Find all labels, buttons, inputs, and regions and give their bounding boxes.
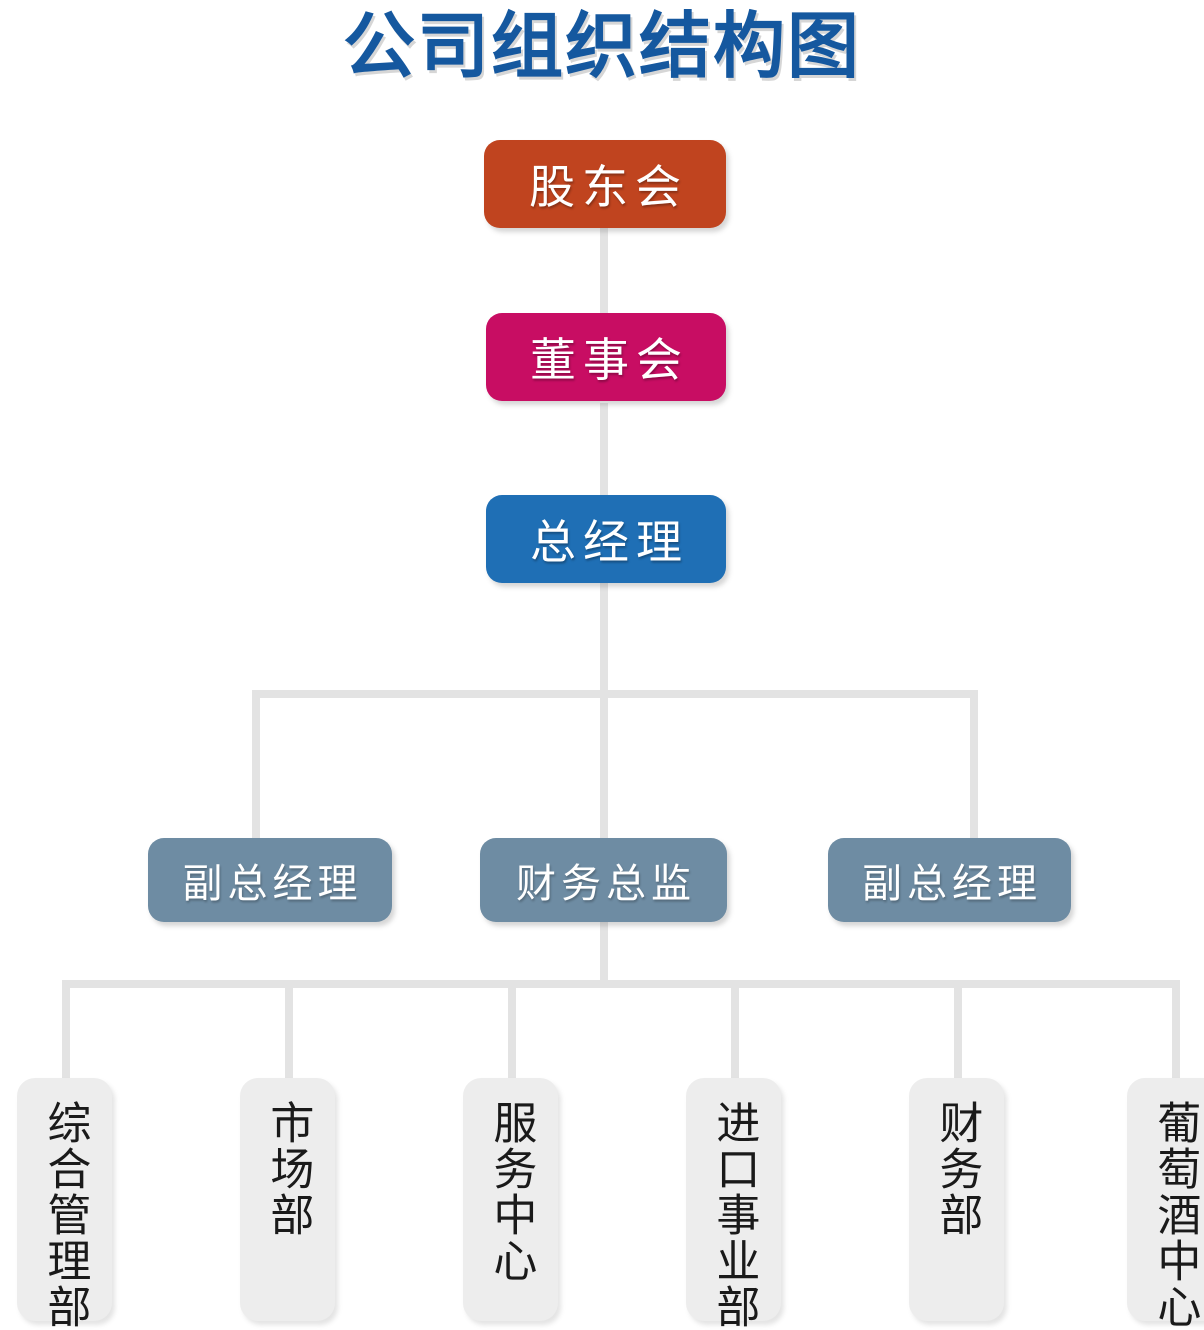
node-dept-service[interactable]: 服务中心	[463, 1078, 558, 1321]
node-deputy-gm-right[interactable]: 副总经理	[828, 838, 1071, 922]
node-shareholders-label: 股东会	[529, 161, 688, 213]
connector-bus-level5	[62, 980, 1180, 988]
node-finance-director[interactable]: 财务总监	[480, 838, 727, 922]
node-dept-finance-label: 财务部	[932, 1100, 982, 1238]
connector-drop-dept-wine	[1172, 980, 1180, 1080]
node-dept-marketing[interactable]: 市场部	[240, 1078, 335, 1321]
node-dept-import-label: 进口事业部	[709, 1100, 759, 1330]
connector-drop-dept-service	[508, 980, 516, 1080]
node-dept-marketing-label: 市场部	[263, 1100, 313, 1238]
connector-drop-dept-admin	[62, 980, 70, 1080]
connector-drop-dept-marketing	[285, 980, 293, 1080]
connector-drop-dept-finance	[954, 980, 962, 1080]
connector-drop-deputy-gm-right	[970, 690, 978, 842]
connector-board-to-gm	[600, 403, 608, 497]
node-general-manager[interactable]: 总经理	[486, 495, 726, 583]
node-dept-import[interactable]: 进口事业部	[686, 1078, 781, 1330]
page-title: 公司组织结构图	[342, 7, 861, 87]
connector-drop-deputy-gm-left	[252, 690, 260, 842]
node-deputy-gm-right-label: 副总经理	[862, 862, 1042, 906]
connector-bus-level4	[252, 690, 978, 698]
node-board-label: 董事会	[530, 334, 689, 386]
connector-finance-director-trunk	[600, 922, 608, 986]
connector-gm-trunk	[600, 582, 608, 694]
connector-drop-dept-import	[731, 980, 739, 1080]
node-dept-wine[interactable]: 葡萄酒中心	[1127, 1078, 1204, 1330]
node-dept-admin-label: 综合管理部	[40, 1100, 90, 1330]
node-general-manager-label: 总经理	[530, 516, 689, 568]
connector-shareholders-to-board	[600, 228, 608, 314]
node-board[interactable]: 董事会	[486, 313, 726, 401]
node-dept-service-label: 服务中心	[486, 1100, 536, 1284]
node-dept-admin[interactable]: 综合管理部	[17, 1078, 112, 1330]
node-deputy-gm-left-label: 副总经理	[182, 862, 363, 906]
node-dept-finance[interactable]: 财务部	[909, 1078, 1004, 1321]
node-dept-wine-label: 葡萄酒中心	[1150, 1100, 1200, 1330]
node-finance-director-label: 财务总监	[516, 862, 696, 906]
connector-drop-finance-director	[600, 690, 608, 842]
node-shareholders[interactable]: 股东会	[484, 140, 726, 228]
node-deputy-gm-left[interactable]: 副总经理	[148, 838, 392, 922]
